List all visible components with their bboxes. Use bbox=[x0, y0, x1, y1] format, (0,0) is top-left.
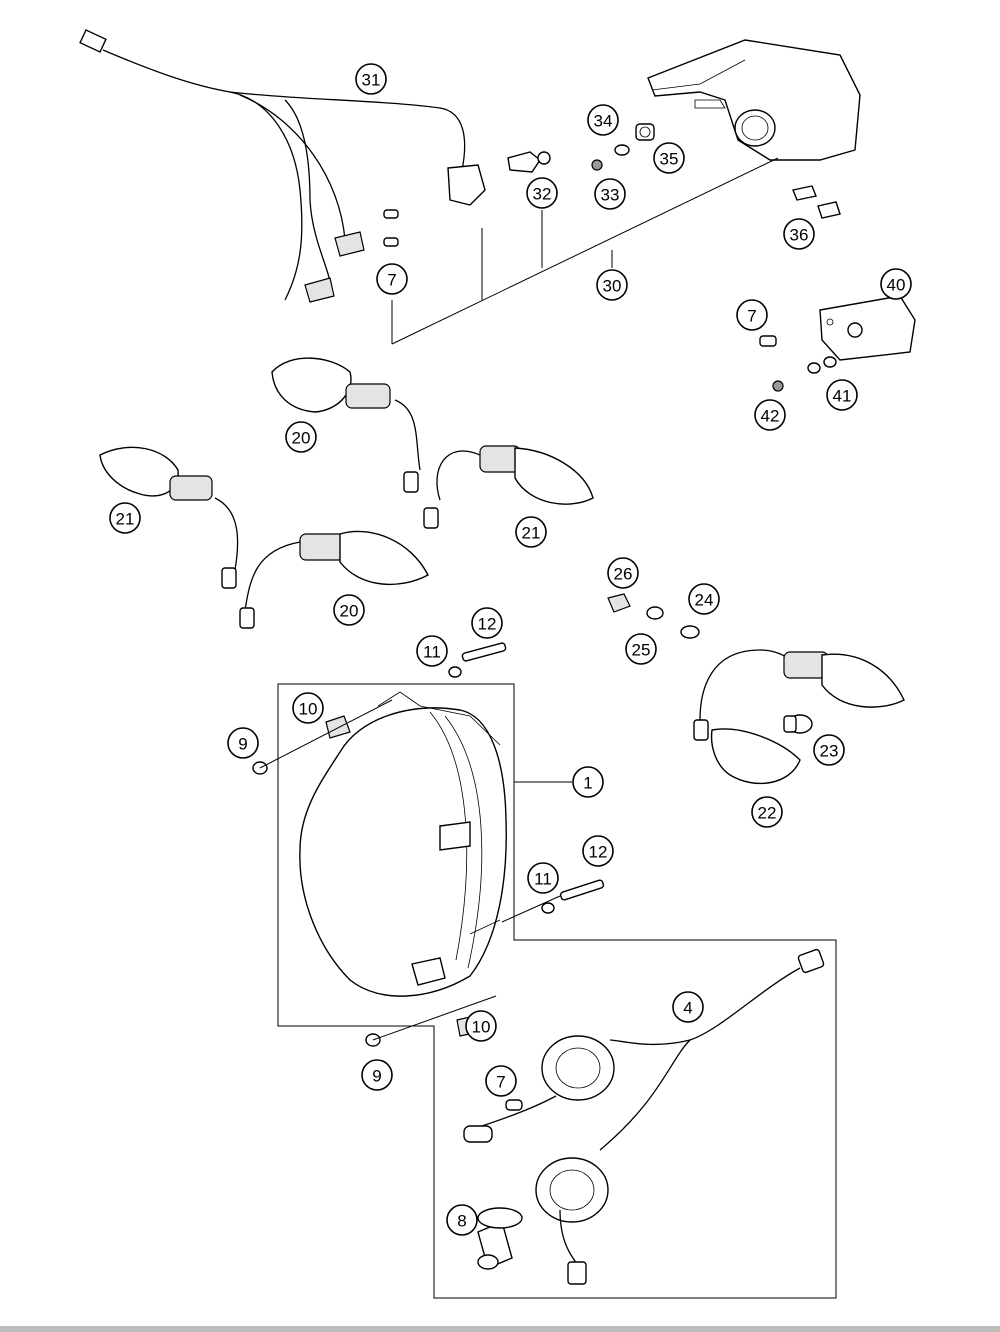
license-light-40 bbox=[759, 295, 916, 392]
svg-text:10: 10 bbox=[472, 1018, 491, 1037]
turn-signal-rear bbox=[693, 649, 905, 785]
callout-22: 22 bbox=[751, 796, 783, 828]
svg-text:31: 31 bbox=[362, 71, 381, 90]
callout-40: 40 bbox=[880, 268, 912, 300]
svg-text:8: 8 bbox=[457, 1212, 466, 1231]
callout-7-plate: 7 bbox=[736, 299, 768, 331]
callout-33: 33 bbox=[594, 178, 626, 210]
callout-7-headlight: 7 bbox=[485, 1065, 517, 1097]
headlight-harness-4 bbox=[469, 948, 825, 1285]
svg-text:36: 36 bbox=[790, 226, 809, 245]
callout-4: 4 bbox=[672, 991, 704, 1023]
turn-signal-21-left bbox=[99, 446, 239, 589]
callout-7-top: 7 bbox=[376, 263, 408, 295]
bottom-rule bbox=[0, 1326, 1000, 1332]
callout-26: 26 bbox=[607, 557, 639, 589]
svg-text:35: 35 bbox=[660, 150, 679, 169]
callout-20-top: 20 bbox=[285, 421, 317, 453]
callout-9-top: 9 bbox=[227, 727, 259, 759]
callout-8: 8 bbox=[446, 1204, 478, 1236]
headlight-1 bbox=[299, 691, 507, 997]
callout-35: 35 bbox=[653, 142, 685, 174]
svg-text:24: 24 bbox=[695, 591, 714, 610]
svg-text:12: 12 bbox=[589, 843, 608, 862]
svg-text:34: 34 bbox=[594, 112, 613, 131]
turn-signal-21-right bbox=[423, 445, 594, 529]
small-bulbs-7 bbox=[383, 209, 399, 247]
reflectors-36 bbox=[792, 185, 841, 219]
svg-text:11: 11 bbox=[534, 870, 552, 889]
callout-10-top: 10 bbox=[292, 692, 324, 724]
svg-text:32: 32 bbox=[533, 185, 552, 204]
callout-41: 41 bbox=[826, 379, 858, 411]
svg-text:33: 33 bbox=[601, 186, 620, 205]
bulb-8-headlight bbox=[477, 1207, 523, 1270]
callout-10-bottom: 10 bbox=[465, 1010, 497, 1042]
svg-text:12: 12 bbox=[478, 615, 497, 634]
svg-text:30: 30 bbox=[603, 277, 622, 296]
callout-11-bottom: 11 bbox=[527, 862, 559, 894]
callout-42: 42 bbox=[754, 399, 786, 431]
wiring-harness-31 bbox=[79, 29, 486, 303]
turn-signal-20-bottom bbox=[239, 530, 429, 629]
svg-text:9: 9 bbox=[372, 1067, 381, 1086]
svg-text:7: 7 bbox=[747, 307, 756, 326]
callout-11-top: 11 bbox=[416, 635, 448, 667]
svg-text:4: 4 bbox=[683, 999, 692, 1018]
fasteners-9-10-11-12 bbox=[252, 642, 605, 1047]
callout-21-right: 21 bbox=[515, 516, 547, 548]
turn-signal-20-top bbox=[271, 357, 421, 493]
svg-text:9: 9 bbox=[238, 735, 247, 754]
callout-34: 34 bbox=[587, 104, 619, 136]
svg-text:1: 1 bbox=[583, 774, 592, 793]
callout-1: 1 bbox=[572, 766, 604, 798]
callout-20-bottom: 20 bbox=[333, 594, 365, 626]
callout-24: 24 bbox=[688, 583, 720, 615]
svg-text:40: 40 bbox=[887, 276, 906, 295]
svg-text:7: 7 bbox=[496, 1073, 505, 1092]
svg-text:41: 41 bbox=[833, 387, 852, 406]
svg-text:21: 21 bbox=[522, 524, 541, 543]
callout-21-left: 21 bbox=[109, 502, 141, 534]
callout-12-bottom: 12 bbox=[582, 835, 614, 867]
callout-12-top: 12 bbox=[471, 607, 503, 639]
svg-text:25: 25 bbox=[632, 641, 651, 660]
svg-text:11: 11 bbox=[423, 643, 441, 662]
callout-36: 36 bbox=[783, 218, 815, 250]
callout-9-bottom: 9 bbox=[361, 1059, 393, 1091]
svg-text:42: 42 bbox=[761, 407, 780, 426]
callout-30: 30 bbox=[596, 269, 628, 301]
svg-text:26: 26 bbox=[614, 565, 633, 584]
callout-23: 23 bbox=[813, 734, 845, 766]
tail-light-housing bbox=[647, 39, 861, 161]
hardware-24-25-26 bbox=[607, 593, 700, 639]
svg-text:20: 20 bbox=[340, 602, 359, 621]
svg-text:7: 7 bbox=[387, 271, 396, 290]
callout-32: 32 bbox=[526, 177, 558, 209]
svg-text:10: 10 bbox=[299, 700, 318, 719]
hardware-33-34-35 bbox=[591, 123, 655, 171]
callout-31: 31 bbox=[355, 63, 387, 95]
svg-text:21: 21 bbox=[116, 510, 135, 529]
svg-text:20: 20 bbox=[292, 429, 311, 448]
callout-25: 25 bbox=[625, 633, 657, 665]
svg-text:23: 23 bbox=[820, 742, 839, 761]
bulb-32 bbox=[507, 151, 551, 173]
bulb-7-headlight bbox=[463, 1099, 523, 1143]
svg-text:22: 22 bbox=[758, 804, 777, 823]
